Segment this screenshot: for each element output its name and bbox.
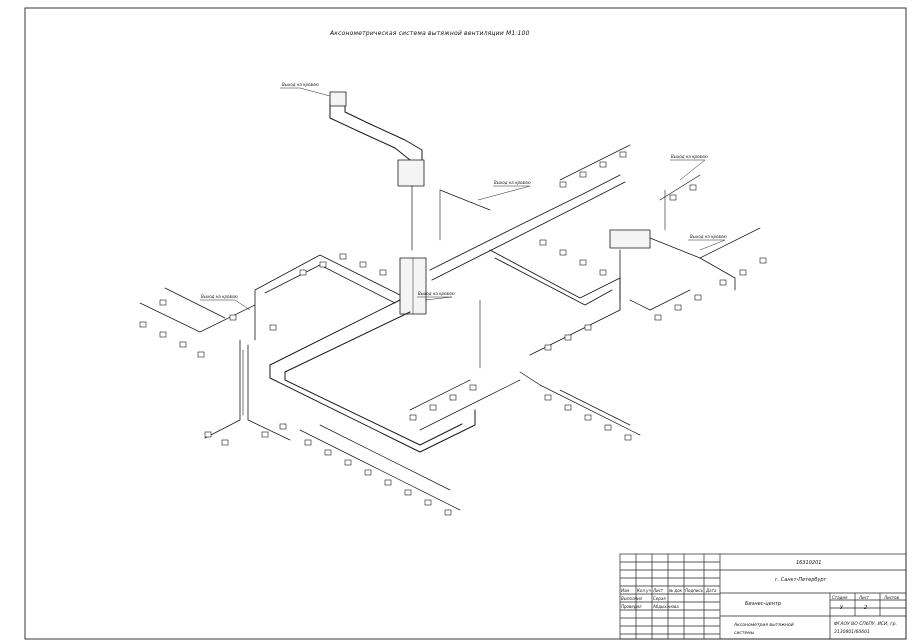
duct-network — [139, 91, 761, 511]
outlet-callout-5: Выход на кровлю — [201, 294, 238, 299]
project-name: Бизнес-центр — [745, 601, 782, 607]
drawing-title: Аксонометрическая система вытяжной венти… — [330, 30, 530, 37]
stage-value: У — [840, 605, 844, 611]
name-checked: Абдыханова — [653, 604, 679, 609]
title-block — [619, 553, 907, 640]
role-checked: Проверил — [621, 604, 642, 609]
header-data: Дата — [706, 588, 717, 593]
header-podpis: Подпись — [685, 588, 703, 593]
diffuser-grilles — [139, 151, 767, 516]
city-label: г. Санкт-Петербург — [775, 577, 827, 583]
outlet-callout-6: Выход на кровлю — [418, 291, 455, 296]
header-ndok: № док — [669, 588, 683, 593]
header-kol-uch: Кол.уч — [637, 588, 651, 593]
outlet-callout-3: Выход на кровлю — [671, 154, 708, 159]
outlet-callout-2: Выход на кровлю — [494, 180, 531, 185]
header-list: Лист — [653, 588, 664, 593]
callout-leaders — [200, 87, 726, 311]
sheet-title: Аксонометрия вытяжной системы — [734, 623, 794, 636]
organization: ФГАОУ ВО СПбПУ, ИСИ, гр. 3130801/60601 — [834, 622, 897, 635]
header-izm: Изм — [621, 588, 630, 593]
role-executed: Выполнил — [621, 596, 643, 601]
stage-label: Стадия — [832, 595, 848, 600]
sheet-frame — [24, 7, 907, 640]
sheets-label: Листов — [884, 595, 899, 600]
sheet-value: 2 — [864, 605, 868, 611]
outlet-callout-1: Выход на кровлю — [282, 82, 319, 87]
sheet-label: Лист — [859, 595, 870, 600]
name-executed: Серая — [653, 596, 666, 601]
outlet-callout-4: Выход на кровлю — [690, 234, 727, 239]
doc-code: 16310201 — [796, 560, 822, 566]
